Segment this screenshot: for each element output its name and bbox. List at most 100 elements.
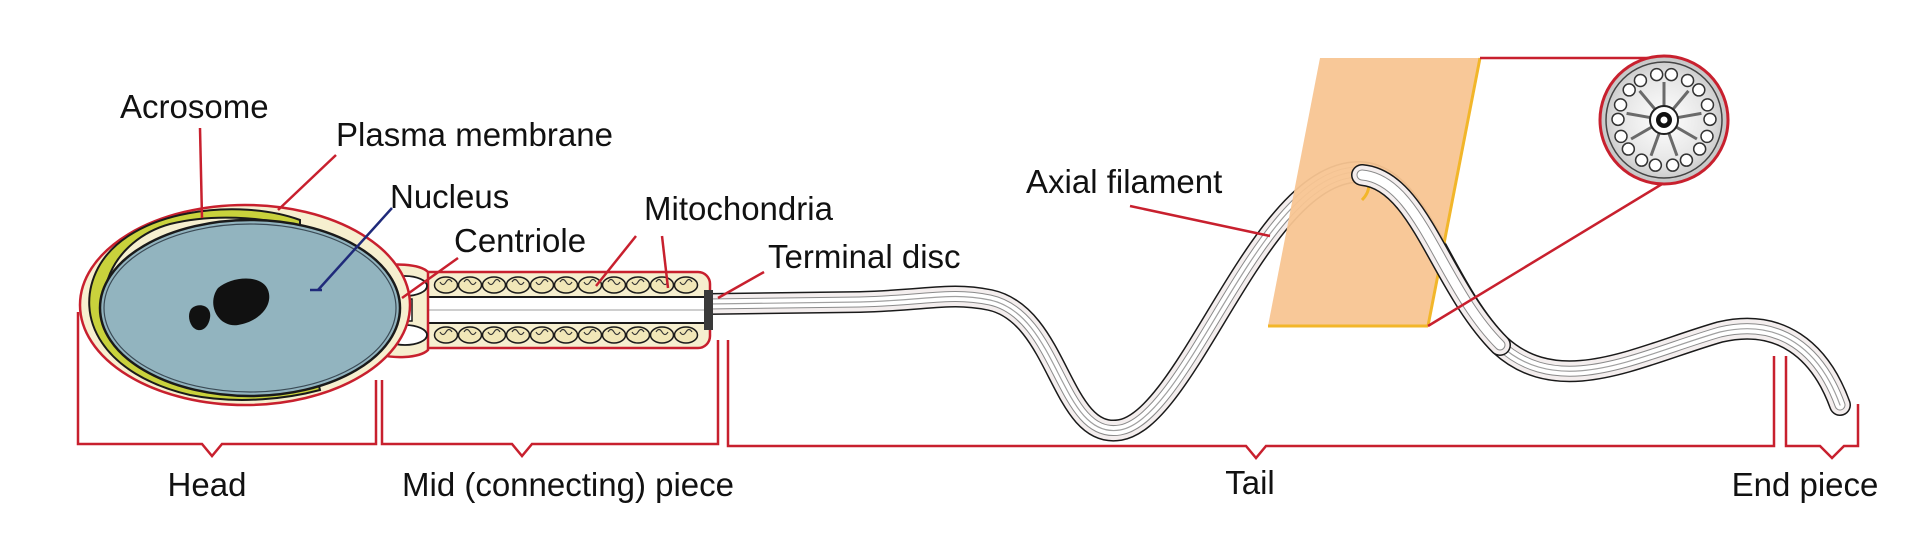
mitochondrion [457,326,483,344]
mitochondrion-crista [679,328,693,336]
mitochondrion [505,326,531,344]
mitochondrion-crista [487,278,501,286]
mitochondrion-crista [463,278,477,286]
mitochondrion-crista [487,328,501,336]
microtubule-doublet [1649,67,1664,82]
mitochondrion-crista [583,278,597,286]
mitochondrion [505,276,531,294]
mitochondrion [601,326,627,344]
mitochondrion-crista [631,328,645,336]
microtubule-doublet [1622,83,1636,97]
head-bracket [76,312,378,458]
label-nucleus: Nucleus [390,178,509,215]
mitochondrion-crista [511,328,525,336]
label-mid-piece: Mid (connecting) piece [402,466,734,503]
mid-piece [370,268,713,352]
mitochondrion [553,276,579,294]
label-axial-filament: Axial filament [1026,163,1222,200]
mitochondrion-crista [607,278,621,286]
microtubule-doublet [1664,67,1679,82]
mitochondrion-crista [679,278,693,286]
cross-section-plane [1268,57,1482,328]
mitochondrion [457,276,483,294]
microtubule-doublet [1692,83,1706,97]
chromatin-blob-small [189,305,211,331]
region-labels: Head Mid (connecting) piece Tail End pie… [168,464,1879,503]
axial-filament-leader [1129,204,1271,238]
mitochondrion [481,326,507,344]
radial-spoke [1677,111,1702,120]
mitochondrion-crista [511,278,525,286]
mitochondrion-crista [559,328,573,336]
mitochondrion-crista [655,278,669,286]
radial-spoke [1638,89,1657,111]
mitochondrion-crista [631,278,645,286]
label-terminal-disc: Terminal disc [768,238,961,275]
microtubule-doublet [1665,158,1680,172]
microtubule-doublet [1700,98,1715,112]
region-brackets [76,312,1860,460]
centriole-leader [401,256,459,300]
mitochondrion-crista [439,278,453,286]
mitochondria-row-bottom [433,326,699,344]
microtubule-doublet [1614,129,1628,144]
mitochondrion [625,276,651,294]
mitochondrion [649,276,675,294]
radial-spoke [1675,125,1698,141]
radial-spoke [1630,125,1653,141]
tail-front-segment [1351,164,1511,356]
microtubule-doublet [1679,153,1694,167]
label-plasma-membrane: Plasma membrane [336,116,613,153]
microtubule-doublet [1613,98,1628,112]
mitochondrion [577,326,603,344]
mitochondrion [553,326,579,344]
microtubule-doublet [1700,129,1714,144]
tail-bracket [726,340,1776,460]
label-acrosome: Acrosome [120,88,269,125]
microtubule-doublet [1692,142,1707,156]
acrosome-leader [198,127,204,219]
mitochondrion [433,276,459,294]
terminal-disc-shape [704,290,713,330]
mitochondria-row-top [433,276,699,294]
mitochondrion [673,326,699,344]
mid-piece-bracket [380,340,720,458]
microtubule-doublet [1703,112,1717,127]
mitochondrion [649,326,675,344]
nucleus-leader [317,207,393,291]
mitochondrion [481,276,507,294]
mitochondrion-crista [535,278,549,286]
plasma-membrane-leader [277,154,337,211]
radial-spoke [1626,111,1651,120]
microtubule-doublet [1634,153,1649,167]
microtubule-doublet [1648,158,1663,172]
mitochondrion [433,326,459,344]
terminal-disc-leader [717,270,765,300]
mitochondrion [673,276,699,294]
mitochondrion-crista [559,278,573,286]
microtubule-doublet [1633,73,1648,88]
mitochondria-leader-b [660,235,670,289]
microtubule-doublet [1680,73,1695,88]
mitochondrion-crista [607,328,621,336]
mitochondrion-crista [439,328,453,336]
mitochondrion-crista [655,328,669,336]
end-piece-bracket [1784,356,1860,460]
mitochondrion [529,276,555,294]
radial-spoke [1667,132,1679,157]
mitochondria-leader-a [595,235,637,287]
label-end-piece: End piece [1732,466,1879,503]
mitochondrion-crista [463,328,477,336]
radial-spoke [1671,89,1690,111]
label-mitochondria: Mitochondria [644,190,834,227]
structure-labels: Acrosome Plasma membrane Nucleus Centrio… [120,88,1222,275]
axoneme-cross-section [1427,54,1730,328]
mitochondrion-crista [583,328,597,336]
mitochondrion [625,326,651,344]
leader-lines [198,127,1271,300]
microtubule-doublet [1611,112,1625,127]
label-tail: Tail [1225,464,1275,501]
label-head: Head [168,466,247,503]
chromatin-blob-large [213,278,270,326]
